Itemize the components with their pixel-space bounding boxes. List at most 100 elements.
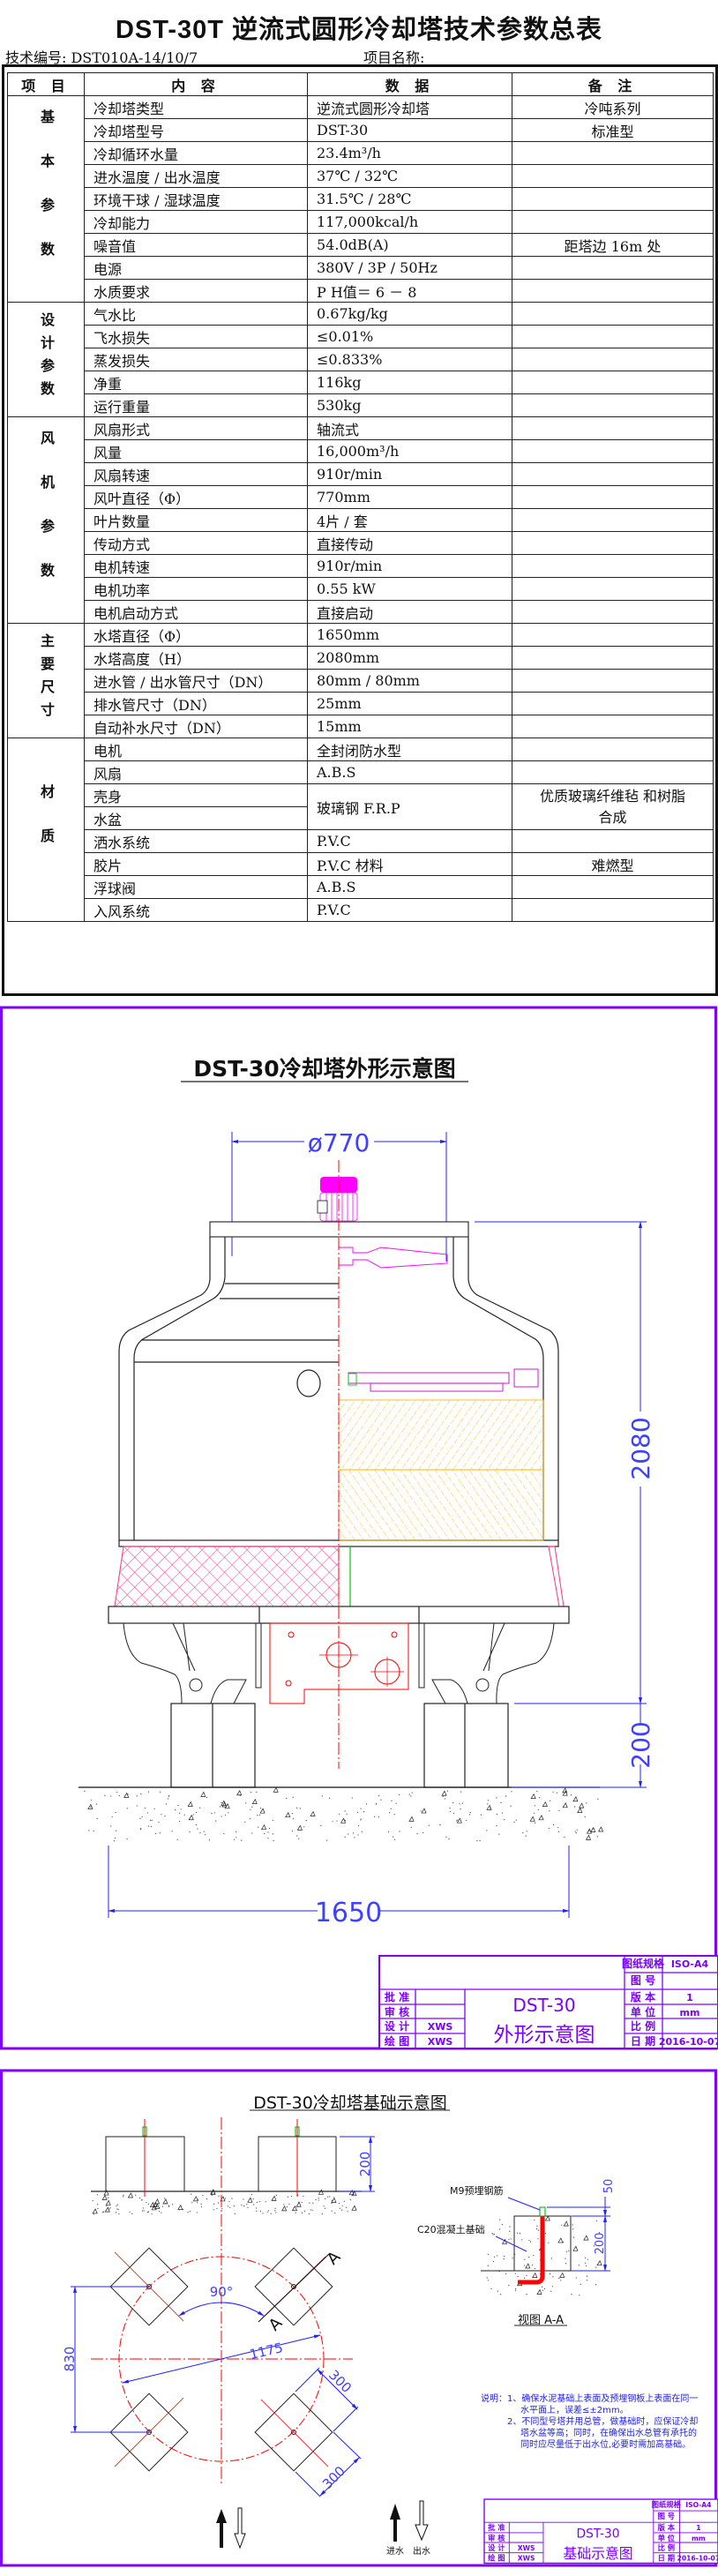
gravel-mark	[178, 1820, 181, 1823]
gravel-mark	[252, 2198, 254, 2200]
gravel-mark	[293, 2207, 295, 2209]
gravel-mark	[136, 1805, 138, 1807]
gravel-mark	[557, 2237, 564, 2243]
gravel-mark	[542, 2289, 544, 2291]
gravel-mark	[256, 2210, 258, 2212]
gravel-mark	[496, 1797, 497, 1799]
gravel-mark	[108, 2208, 110, 2210]
rebar-length-label: 50	[602, 2179, 616, 2194]
spacing-label: 830	[62, 2347, 78, 2372]
fill-media-lower	[338, 1469, 544, 1541]
gravel-mark	[141, 2198, 143, 2200]
gravel-mark	[296, 1835, 298, 1837]
gravel-mark	[200, 2203, 202, 2205]
gravel-mark	[503, 1818, 505, 1821]
gravel-mark	[271, 2195, 277, 2201]
gravel-mark	[249, 1818, 251, 1820]
gravel-mark	[505, 2273, 507, 2275]
cell-note: 难燃型	[512, 852, 714, 876]
cell-item: 风叶直径（Φ）	[84, 485, 308, 509]
gravel-mark	[416, 1833, 418, 1835]
cell-note	[512, 531, 714, 555]
gravel-mark	[104, 1794, 106, 1796]
cell-value: 910r/min	[307, 554, 512, 578]
gravel-mark	[490, 2288, 492, 2289]
gravel-mark	[572, 2228, 574, 2230]
cell-note	[512, 187, 714, 211]
concrete-label: C20混凝土基础	[417, 2223, 485, 2235]
gravel-mark	[159, 1832, 161, 1834]
gravel-mark	[139, 1829, 141, 1831]
gravel-mark	[325, 1839, 328, 1841]
gravel-mark	[315, 2198, 317, 2200]
gravel-mark	[103, 2190, 109, 2196]
gravel-mark	[526, 2294, 527, 2295]
angle-dimension	[178, 2302, 265, 2317]
gravel-mark	[530, 1793, 536, 1799]
height-label: 2080	[626, 1417, 655, 1479]
title-block-value: 1	[696, 2524, 700, 2532]
gravel-mark	[219, 1806, 221, 1808]
gravel-mark	[267, 1831, 269, 1833]
concrete-leader	[495, 2235, 527, 2252]
gravel-mark	[116, 1791, 118, 1793]
gravel-mark	[468, 1814, 470, 1816]
gravel-mark	[177, 2204, 183, 2211]
cell-value: A.B.S	[307, 875, 512, 899]
cell-value: 直接启动	[307, 600, 512, 624]
gravel-mark	[586, 1828, 592, 1834]
cell-note	[512, 829, 714, 853]
gravel-mark	[267, 2210, 269, 2212]
pedestals	[170, 1703, 509, 1788]
title-block-label: 版 本	[657, 2523, 676, 2532]
gravel-mark	[534, 1812, 535, 1814]
gravel-mark	[575, 2277, 577, 2279]
gravel-mark	[236, 1789, 243, 1796]
gravel-mark	[496, 1824, 497, 1827]
gravel-mark	[522, 1831, 524, 1834]
drawing1-title: DST-30冷却塔外形示意图	[193, 1056, 455, 1082]
cell-item: 传动方式	[84, 531, 308, 555]
gravel-mark	[486, 2277, 488, 2279]
gravel-mark	[251, 1832, 253, 1834]
gravel-mark	[378, 1794, 380, 1797]
gravel-mark	[187, 1801, 193, 1807]
gravel-mark	[331, 2199, 333, 2201]
note-line: 2、不同型号塔并用总管，做基础时，应保证冷却	[507, 2415, 698, 2427]
title-block-value: XWS	[518, 2555, 535, 2563]
gravel-mark	[572, 2245, 579, 2251]
gravel-mark	[521, 2239, 523, 2241]
cell-value: A.B.S	[307, 760, 512, 784]
gravel-mark	[101, 2194, 108, 2200]
drawing2-title: DST-30冷却塔基础示意图	[253, 2093, 447, 2113]
table-row: 材质电机全封闭防水型	[7, 738, 714, 922]
gravel-mark	[151, 2213, 153, 2215]
cell-item: 冷却塔类型	[84, 95, 308, 119]
gravel-mark	[596, 1836, 598, 1838]
gravel-mark	[354, 1837, 355, 1838]
gravel-mark	[253, 2204, 255, 2205]
cell-item: 运行重量	[84, 393, 308, 417]
gravel-mark	[487, 2265, 489, 2266]
gravel-mark	[203, 1831, 205, 1832]
gravel-mark	[374, 1816, 376, 1817]
gravel-mark	[206, 2198, 208, 2200]
title-block-value: XWS	[428, 2036, 453, 2048]
cell-value: 80mm / 80mm	[307, 669, 512, 693]
gravel-mark	[199, 1807, 201, 1808]
gravel-mark	[153, 2203, 161, 2209]
width-dimension	[108, 1846, 570, 1918]
height-dimension	[475, 1221, 647, 1788]
gravel-mark	[224, 1814, 227, 1816]
gravel-mark	[255, 2207, 258, 2209]
gravel-mark	[117, 2208, 119, 2211]
gravel-mark	[539, 1797, 541, 1799]
gravel-mark	[514, 2253, 516, 2255]
gravel-mark	[196, 2212, 198, 2213]
header-data: 数 据	[307, 72, 512, 96]
gravel-mark	[233, 1838, 236, 1840]
gravel-mark	[195, 1811, 198, 1814]
